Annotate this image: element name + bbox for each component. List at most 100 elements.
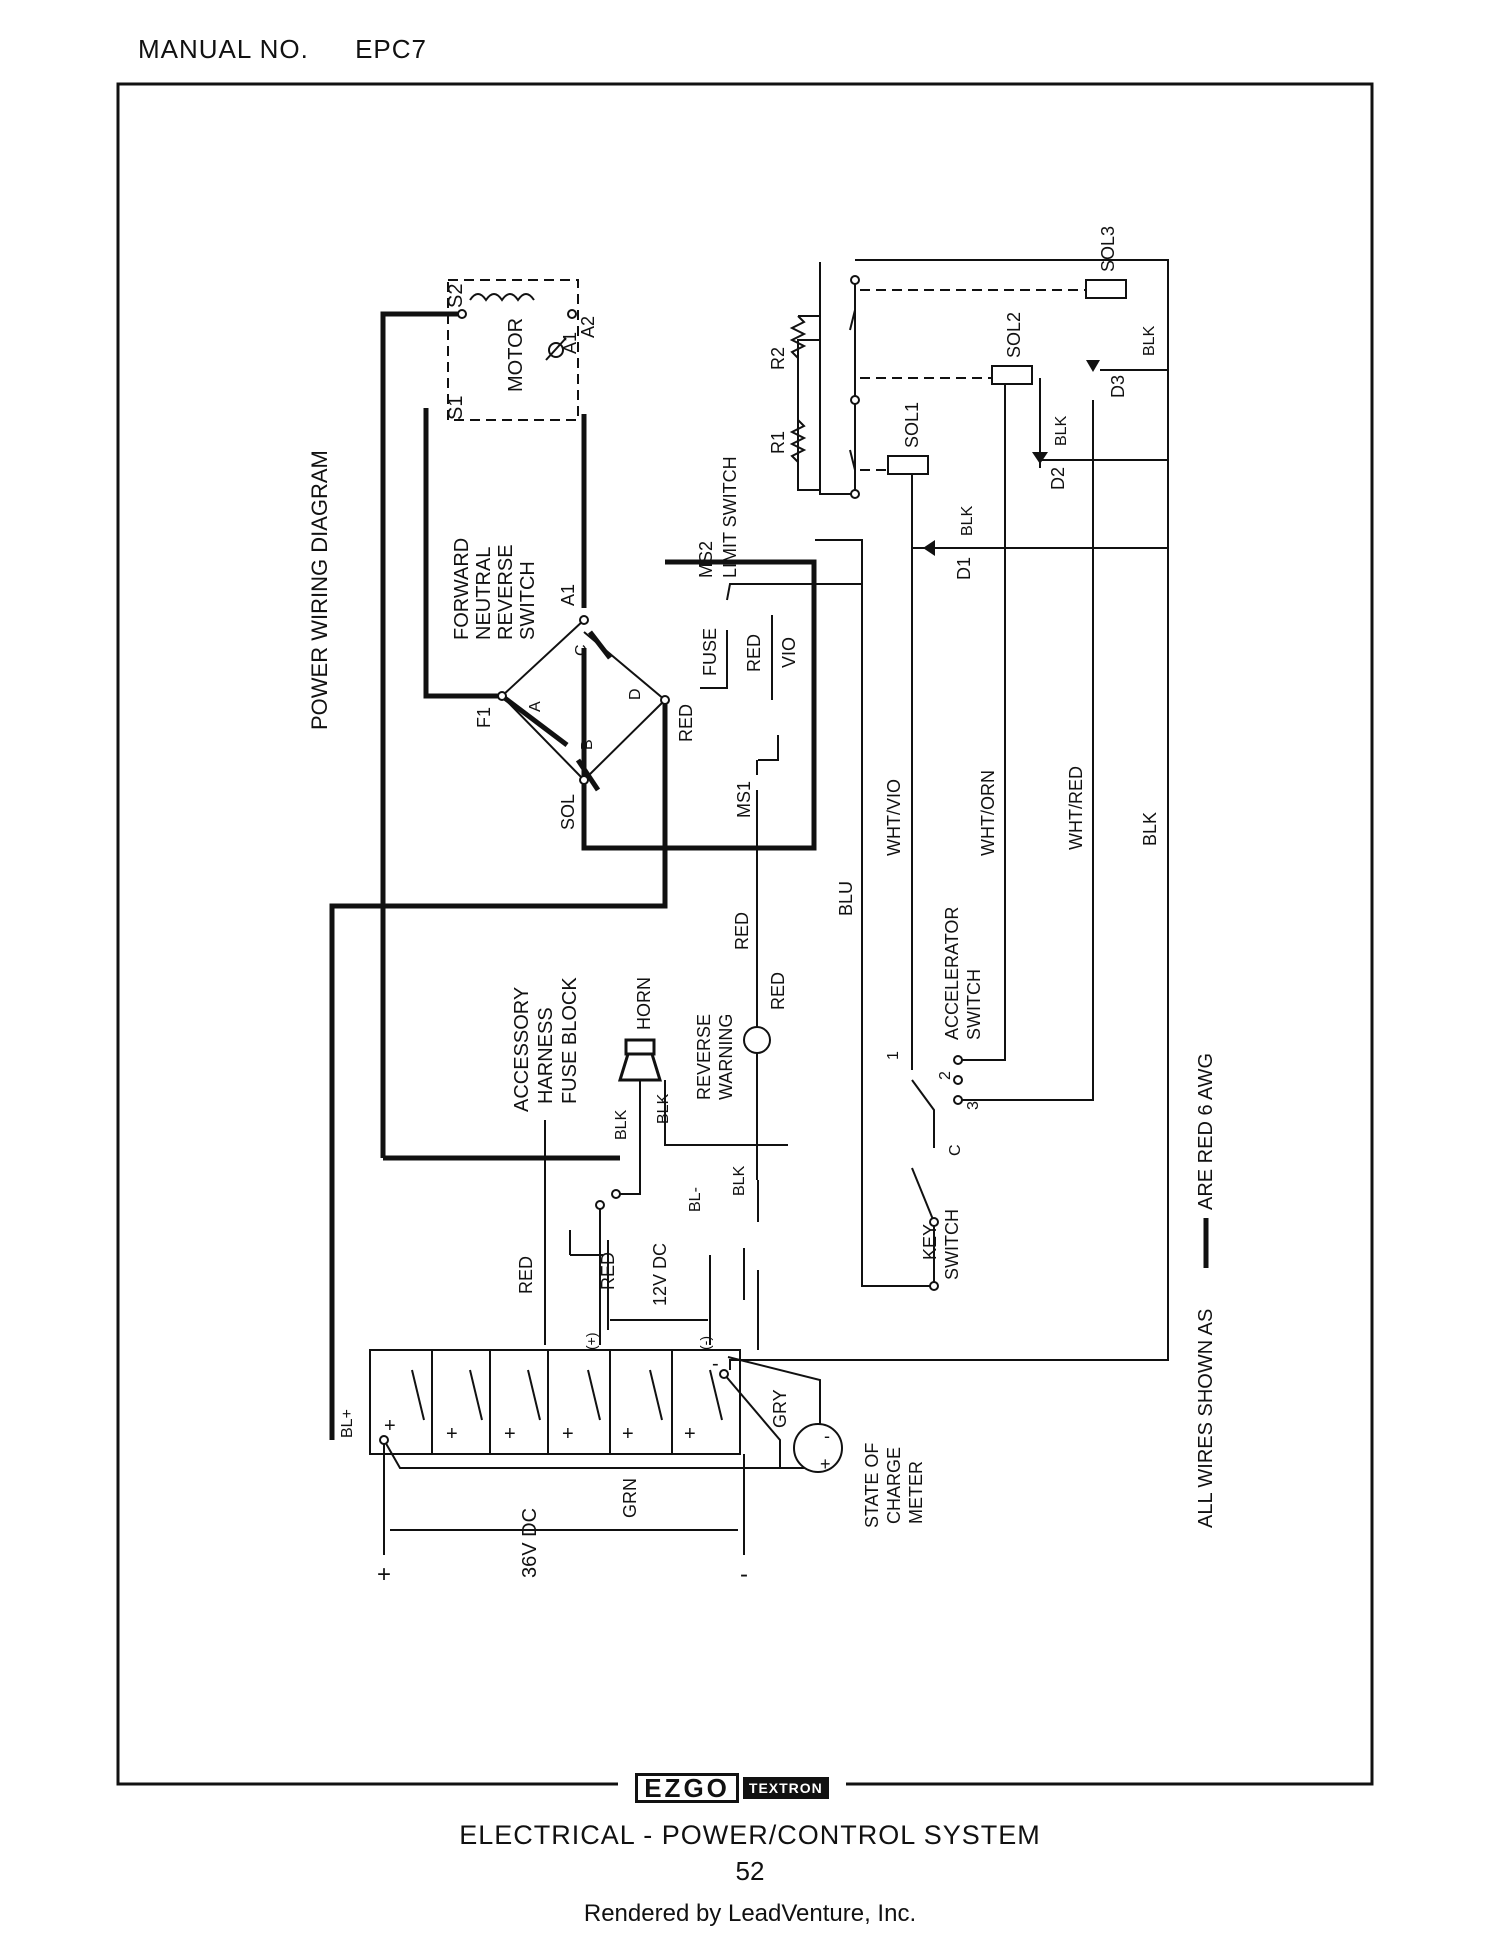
wire-red-sol: RED bbox=[676, 704, 696, 742]
accel-pos-1: 1 bbox=[885, 1051, 902, 1060]
accessory-line-3: FUSE BLOCK bbox=[559, 977, 581, 1104]
terminal-a1-motor: A1 bbox=[560, 332, 580, 354]
heavy-wires bbox=[329, 311, 817, 1440]
wire-blk-horn-2: BLK bbox=[655, 1093, 672, 1124]
resistor-r2 bbox=[789, 315, 807, 359]
manual-header: MANUAL NO. EPC7 bbox=[138, 34, 465, 65]
wire-gry: GRY bbox=[770, 1389, 790, 1428]
ms2-label: MS2 bbox=[696, 541, 716, 578]
state-of-charge-line-3: METER bbox=[906, 1461, 926, 1524]
accel-pos-3: 3 bbox=[965, 1101, 982, 1110]
sol2-label: SOL2 bbox=[1004, 312, 1024, 358]
diodes bbox=[923, 360, 1100, 556]
label-36v-dc: 36V DC bbox=[519, 1508, 541, 1578]
horn-label: HORN bbox=[634, 977, 654, 1030]
wire-bl-plus: BL+ bbox=[339, 1409, 356, 1438]
motor-label: MOTOR bbox=[505, 318, 527, 392]
fuse-label: FUSE bbox=[700, 628, 720, 676]
terminal-s1: S1 bbox=[445, 396, 467, 420]
fnr-line-2: NEUTRAL bbox=[473, 547, 495, 640]
battery-cells bbox=[411, 1369, 723, 1421]
wire-wht-vio: WHT/VIO bbox=[884, 779, 904, 856]
state-of-charge-line-1: STATE OF bbox=[862, 1443, 882, 1528]
diagram-title: POWER WIRING DIAGRAM bbox=[307, 450, 332, 730]
accessory-line-2: HARNESS bbox=[535, 1007, 557, 1104]
diode-d3 bbox=[1086, 360, 1100, 372]
diode-d1-label: D1 bbox=[954, 557, 974, 580]
diode-d2 bbox=[1032, 452, 1048, 464]
key-switch-line-2: SWITCH bbox=[942, 1209, 962, 1280]
system-minus: - bbox=[740, 1561, 748, 1588]
wire-legend-note: ALL WIRES SHOWN AS bbox=[1195, 1309, 1217, 1528]
sol1-coil bbox=[887, 455, 929, 475]
wire-wht-orn: WHT/ORN bbox=[978, 770, 998, 856]
wire-wht-red: WHT/RED bbox=[1066, 766, 1086, 850]
accelerator-line-2: SWITCH bbox=[964, 969, 984, 1040]
fnr-line-4: SWITCH bbox=[517, 561, 539, 640]
sol3-label: SOL3 bbox=[1098, 226, 1118, 272]
sol2-coil bbox=[991, 365, 1033, 385]
label-minus-paren: (-) bbox=[697, 1336, 713, 1350]
battery-plus-5: + bbox=[622, 1423, 634, 1445]
wire-vio: VIO bbox=[779, 637, 799, 668]
wire-blk-d3: BLK bbox=[1141, 325, 1158, 356]
diode-d1 bbox=[923, 540, 935, 556]
wire-bl-minus: BL- bbox=[687, 1187, 704, 1212]
resistor-r2-label: R2 bbox=[768, 347, 788, 370]
wire-red-fuse: RED bbox=[744, 634, 764, 672]
contact-b: B bbox=[579, 739, 596, 750]
state-of-charge-line-2: CHARGE bbox=[884, 1447, 904, 1524]
wire-grn: GRN bbox=[620, 1478, 640, 1518]
accelerator-line-1: ACCELERATOR bbox=[942, 907, 962, 1040]
terminal-s2: S2 bbox=[445, 284, 467, 308]
wire-blk-d2: BLK bbox=[1053, 415, 1070, 446]
wire-red-acc: RED bbox=[516, 1256, 536, 1294]
ezgo-brand: EZGO bbox=[635, 1773, 739, 1803]
terminal-f1: F1 bbox=[474, 707, 494, 728]
battery-plus-6: + bbox=[684, 1423, 696, 1445]
battery-minus-main: - bbox=[712, 1353, 719, 1375]
wire-red-1: RED bbox=[732, 912, 752, 950]
state-of-charge-meter-symbol bbox=[793, 1423, 843, 1473]
wire-blk-d1: BLK bbox=[959, 505, 976, 536]
diode-d3-label: D3 bbox=[1108, 375, 1128, 398]
ezgo-logo: EZGO TEXTRON bbox=[618, 1773, 846, 1803]
wire-red-2: RED bbox=[768, 972, 788, 1010]
manual-label: MANUAL NO. bbox=[138, 34, 309, 64]
battery-plus-3: + bbox=[504, 1423, 516, 1445]
thin-wires bbox=[369, 259, 1169, 1555]
accessory-line-1: ACCESSORY bbox=[511, 987, 533, 1112]
meter-minus: - bbox=[824, 1426, 830, 1446]
motor-symbol bbox=[469, 293, 567, 361]
limit-switch-label: LIMIT SWITCH bbox=[720, 456, 740, 578]
label-plus-paren: (+) bbox=[583, 1333, 599, 1351]
fnr-line-3: REVERSE bbox=[495, 544, 517, 640]
terminal-a2: A2 bbox=[578, 316, 598, 338]
system-plus: + bbox=[377, 1561, 391, 1588]
diode-d2-label: D2 bbox=[1048, 467, 1068, 490]
wire-blk-main: BLK bbox=[1140, 812, 1160, 846]
wire-legend-suffix: ARE RED 6 AWG bbox=[1195, 1053, 1217, 1210]
label-12v-dc: 12V DC bbox=[650, 1243, 670, 1306]
resistor-r1 bbox=[789, 419, 807, 463]
ms1-label: MS1 bbox=[734, 781, 754, 818]
terminals bbox=[379, 275, 963, 1445]
dashed-links bbox=[447, 279, 1086, 471]
fnr-line-1: FORWARD bbox=[451, 538, 473, 640]
battery-bank bbox=[369, 1349, 741, 1455]
battery-plus-1: + bbox=[384, 1415, 396, 1437]
wire-red-batt: RED bbox=[598, 1252, 618, 1290]
resistor-r1-label: R1 bbox=[768, 431, 788, 454]
accel-pos-2: 2 bbox=[937, 1071, 954, 1080]
page-number: 52 bbox=[735, 1856, 765, 1886]
terminal-a1: A1 bbox=[558, 584, 578, 606]
meter-plus: + bbox=[820, 1454, 831, 1474]
horn-symbol bbox=[617, 1038, 663, 1082]
wire-blk-lower: BLK bbox=[731, 1165, 748, 1196]
terminal-sol: SOL bbox=[558, 794, 578, 830]
reverse-warning-symbol bbox=[743, 1026, 771, 1054]
reverse-warning-line-2: WARNING bbox=[716, 1014, 736, 1100]
section-title: ELECTRICAL - POWER/CONTROL SYSTEM bbox=[459, 1820, 1041, 1850]
manual-number: EPC7 bbox=[355, 34, 427, 64]
